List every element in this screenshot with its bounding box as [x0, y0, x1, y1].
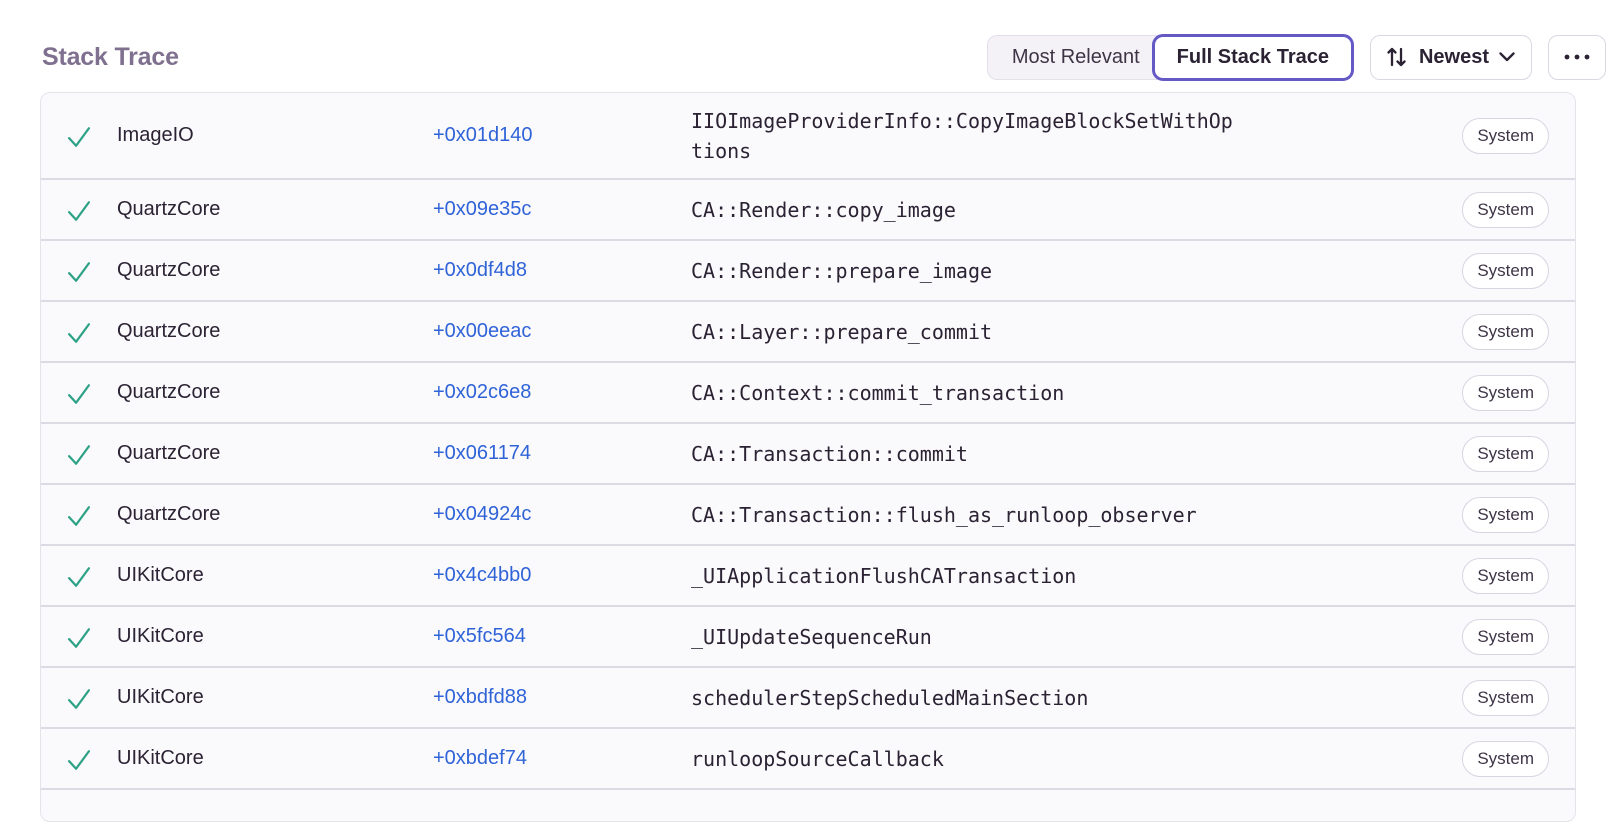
stack-frame-row[interactable]: QuartzCore +0x04924c CA::Transaction::fl…: [41, 483, 1575, 544]
address-link[interactable]: +0x061174: [433, 442, 532, 464]
function-name: runloopSourceCallback: [691, 746, 944, 771]
check-icon: [65, 746, 93, 774]
function-cell: runloopSourceCallback: [691, 744, 1462, 774]
address-link[interactable]: +0x09e35c: [433, 198, 532, 220]
function-cell: CA::Layer::prepare_commit: [691, 317, 1462, 347]
sort-label: Newest: [1418, 45, 1489, 68]
address-link[interactable]: +0x02c6e8: [433, 381, 532, 403]
stack-frame-row[interactable]: QuartzCore +0x00eeac CA::Layer::prepare_…: [41, 300, 1575, 361]
ellipsis-icon: [1563, 54, 1591, 60]
address-link[interactable]: +0x5fc564: [433, 625, 526, 647]
system-badge: System: [1462, 618, 1549, 655]
check-icon: [65, 563, 93, 591]
stack-trace-table: ImageIO +0x01d140 IIOImageProviderInfo::…: [40, 92, 1576, 822]
chevron-down-icon: [1499, 52, 1515, 62]
function-name: _UIUpdateSequenceRun: [691, 624, 932, 649]
module-name: QuartzCore: [117, 503, 221, 525]
most-relevant-button[interactable]: Most Relevant: [986, 34, 1162, 80]
stack-frame-row[interactable]: QuartzCore +0x061174 CA::Transaction::co…: [41, 422, 1575, 483]
check-icon: [65, 624, 93, 652]
system-badge: System: [1462, 313, 1549, 350]
system-badge: System: [1462, 435, 1549, 472]
function-cell: IIOImageProviderInfo::CopyImageBlockSetW…: [691, 106, 1462, 166]
module-name: QuartzCore: [117, 381, 221, 403]
function-cell: CA::Render::prepare_image: [691, 256, 1462, 286]
address-link[interactable]: +0x0df4d8: [433, 259, 527, 281]
address-link[interactable]: +0x4c4bb0: [433, 564, 532, 586]
check-icon: [65, 380, 93, 408]
stack-frame-row[interactable]: QuartzCore +0x0df4d8 CA::Render::prepare…: [41, 239, 1575, 300]
function-name: CA::Context::commit_transaction: [691, 380, 1065, 405]
stack-frame-row[interactable]: QuartzCore +0x09e35c CA::Render::copy_im…: [41, 178, 1575, 239]
system-badge: System: [1462, 252, 1549, 289]
system-badge: System: [1462, 191, 1549, 228]
function-cell: CA::Render::copy_image: [691, 195, 1462, 225]
function-name: CA::Render::prepare_image: [691, 258, 993, 283]
module-name: UIKitCore: [117, 686, 204, 708]
sort-newest-button[interactable]: Newest: [1369, 34, 1532, 80]
system-badge: System: [1462, 117, 1549, 154]
module-name: QuartzCore: [117, 320, 221, 342]
module-name: QuartzCore: [117, 442, 221, 464]
module-name: UIKitCore: [117, 747, 204, 769]
stack-frame-row[interactable]: UIKitCore +0xbdfd88 schedulerStepSchedul…: [41, 666, 1575, 727]
check-icon: [65, 197, 93, 225]
stack-frame-row-partial: [41, 788, 1575, 802]
function-cell: CA::Transaction::commit: [691, 439, 1462, 469]
system-badge: System: [1462, 679, 1549, 716]
header: Stack Trace Most Relevant Full Stack Tra…: [0, 0, 1614, 92]
function-name: CA::Transaction::flush_as_runloop_observ…: [691, 502, 1197, 527]
system-badge: System: [1462, 374, 1549, 411]
function-cell: _UIUpdateSequenceRun: [691, 622, 1462, 652]
function-cell: CA::Transaction::flush_as_runloop_observ…: [691, 500, 1462, 530]
address-link[interactable]: +0xbdef74: [433, 747, 527, 769]
view-toggle: Most Relevant Full Stack Trace: [986, 33, 1354, 81]
function-name: schedulerStepScheduledMainSection: [691, 685, 1089, 710]
stack-frame-row[interactable]: UIKitCore +0x4c4bb0 _UIApplicationFlushC…: [41, 544, 1575, 605]
sort-arrows-icon: [1385, 45, 1409, 69]
address-link[interactable]: +0x04924c: [433, 503, 532, 525]
module-name: UIKitCore: [117, 564, 204, 586]
function-cell: schedulerStepScheduledMainSection: [691, 683, 1462, 713]
address-link[interactable]: +0x00eeac: [433, 320, 532, 342]
system-badge: System: [1462, 557, 1549, 594]
function-cell: _UIApplicationFlushCATransaction: [691, 561, 1462, 591]
full-stack-trace-button[interactable]: Full Stack Trace: [1151, 33, 1354, 81]
module-name: QuartzCore: [117, 198, 221, 220]
more-options-button[interactable]: [1548, 34, 1606, 80]
stack-frame-row[interactable]: ImageIO +0x01d140 IIOImageProviderInfo::…: [41, 93, 1575, 178]
module-name: UIKitCore: [117, 625, 204, 647]
check-icon: [65, 319, 93, 347]
function-name: IIOImageProviderInfo::CopyImageBlockSetW…: [691, 108, 1233, 163]
check-icon: [65, 502, 93, 530]
function-cell: CA::Context::commit_transaction: [691, 378, 1462, 408]
function-name: CA::Render::copy_image: [691, 197, 956, 222]
check-icon: [65, 258, 93, 286]
stack-frame-row[interactable]: QuartzCore +0x02c6e8 CA::Context::commit…: [41, 361, 1575, 422]
address-link[interactable]: +0xbdfd88: [433, 686, 527, 708]
function-name: CA::Layer::prepare_commit: [691, 319, 993, 344]
function-name: _UIApplicationFlushCATransaction: [691, 563, 1077, 588]
page-title: Stack Trace: [42, 42, 179, 71]
check-icon: [65, 123, 93, 151]
function-name: CA::Transaction::commit: [691, 441, 968, 466]
check-icon: [65, 441, 93, 469]
module-name: ImageIO: [117, 124, 194, 146]
module-name: QuartzCore: [117, 259, 221, 281]
system-badge: System: [1462, 496, 1549, 533]
check-icon: [65, 685, 93, 713]
address-link[interactable]: +0x01d140: [433, 124, 533, 146]
stack-frame-row[interactable]: UIKitCore +0xbdef74 runloopSourceCallbac…: [41, 727, 1575, 788]
system-badge: System: [1462, 740, 1549, 777]
stack-frame-row[interactable]: UIKitCore +0x5fc564 _UIUpdateSequenceRun…: [41, 605, 1575, 666]
toolbar: Most Relevant Full Stack Trace Newest: [986, 33, 1606, 81]
